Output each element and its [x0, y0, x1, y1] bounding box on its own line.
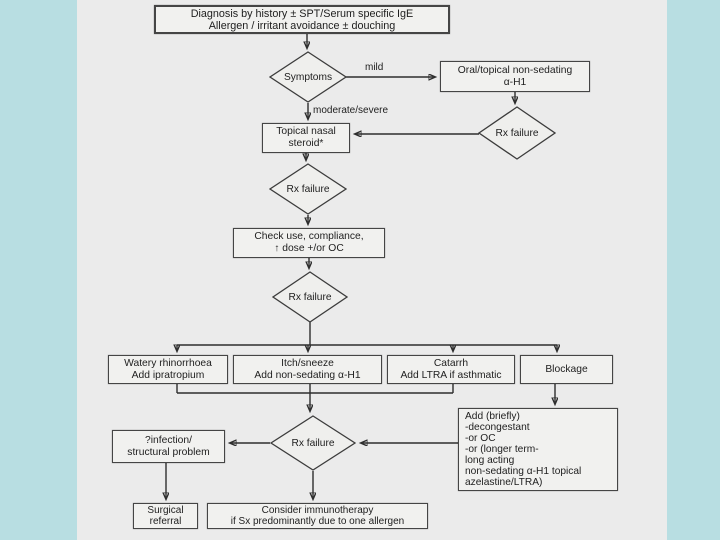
decision-rx-failure-2-label: Rx failure	[286, 183, 330, 195]
node-infection-line2: structural problem	[127, 446, 210, 458]
decision-rx-failure-top: Rx failure	[478, 106, 556, 160]
right-frame	[667, 0, 720, 540]
node-topical-line1: Topical nasal	[276, 126, 336, 137]
edge-label-moderate-severe: moderate/severe	[313, 105, 389, 116]
node-consider-line1: Consider immunotherapy	[261, 505, 374, 516]
node-oral-topical-line2: α-H1	[503, 76, 527, 88]
node-blockage: Blockage	[520, 355, 613, 384]
node-diagnosis: Diagnosis by history ± SPT/Serum specifi…	[154, 5, 450, 34]
node-add-line3: -or OC	[465, 433, 496, 444]
node-blockage-label: Blockage	[545, 363, 588, 375]
node-catarrh: Catarrh Add LTRA if asthmatic	[387, 355, 515, 384]
node-diagnosis-line1: Diagnosis by history ± SPT/Serum specifi…	[190, 7, 414, 20]
node-consider-immunotherapy: Consider immunotherapy if Sx predominant…	[207, 503, 428, 529]
left-frame	[0, 0, 77, 540]
node-catarrh-line2: Add LTRA if asthmatic	[400, 369, 502, 381]
node-watery-line2: Add ipratropium	[131, 369, 205, 381]
diamond-shape	[272, 271, 348, 323]
node-itch-line2: Add non-sedating α-H1	[254, 369, 361, 381]
node-itch-line1: Itch/sneeze	[281, 357, 334, 369]
diamond-shape	[269, 51, 347, 103]
diamond-shape	[269, 163, 347, 215]
decision-rx-failure-4: Rx failure	[270, 415, 356, 471]
node-watery-line1: Watery rhinorrhoea	[124, 357, 212, 369]
node-consider-line2: if Sx predominantly due to one allergen	[230, 516, 405, 527]
node-infection: ?infection/ structural problem	[112, 430, 225, 463]
decision-symptoms: Symptoms	[269, 51, 347, 103]
decision-rx-failure-2: Rx failure	[269, 163, 347, 215]
node-add-briefly: Add (briefly) -decongestant -or OC -or (…	[458, 408, 618, 491]
node-topical-line2: steroid*	[288, 138, 324, 149]
diamond-shape	[270, 415, 356, 471]
node-surgical-referral: Surgical referral	[133, 503, 198, 529]
node-surgical-line2: referral	[149, 516, 182, 527]
decision-rx-failure-3: Rx failure	[272, 271, 348, 323]
node-add-line1: Add (briefly)	[465, 411, 520, 422]
node-add-line5: long acting	[465, 455, 515, 466]
decision-rx-failure-top-label: Rx failure	[495, 127, 539, 139]
node-catarrh-line1: Catarrh	[433, 357, 469, 369]
node-check-line2: ↑ dose +/or OC	[274, 243, 344, 254]
diamond-shape	[478, 106, 556, 160]
node-oral-topical: Oral/topical non-sedating α-H1	[440, 61, 590, 92]
decision-symptoms-label: Symptoms	[283, 71, 333, 83]
node-itch-sneeze: Itch/sneeze Add non-sedating α-H1	[233, 355, 382, 384]
decision-rx-failure-3-label: Rx failure	[288, 291, 332, 303]
node-add-line4: -or (longer term-	[465, 444, 539, 455]
node-add-line7: azelastine/LTRA)	[465, 477, 543, 488]
node-watery-rhinorrhoea: Watery rhinorrhoea Add ipratropium	[108, 355, 228, 384]
node-check-line1: Check use, compliance,	[254, 231, 364, 242]
edge-label-mild: mild	[365, 62, 384, 73]
decision-rx-failure-4-label: Rx failure	[291, 437, 335, 449]
node-diagnosis-line2: Allergen / irritant avoidance ± douching	[208, 19, 396, 32]
node-infection-line1: ?infection/	[145, 434, 192, 446]
node-surgical-line1: Surgical	[147, 505, 184, 516]
node-oral-topical-line1: Oral/topical non-sedating	[457, 64, 573, 76]
node-check-use: Check use, compliance, ↑ dose +/or OC	[233, 228, 385, 258]
node-topical-nasal-steroid: Topical nasal steroid*	[262, 123, 350, 153]
node-add-line6: non-sedating α-H1 topical	[465, 466, 582, 477]
node-add-line2: -decongestant	[465, 422, 530, 433]
